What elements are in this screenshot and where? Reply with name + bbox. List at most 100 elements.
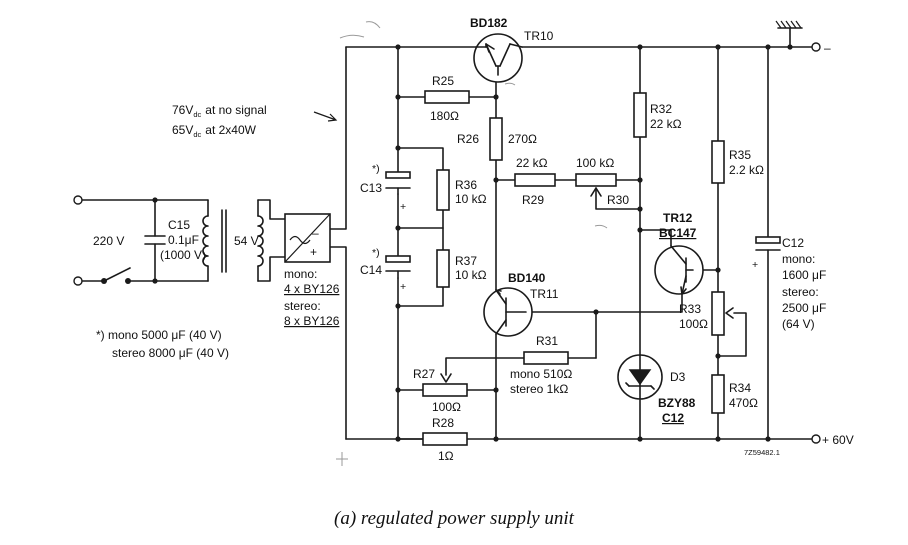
r36-value-label: 10 kΩ — [455, 192, 487, 206]
r31-ref-label: R31 — [536, 334, 558, 348]
d3-ref-label: D3 — [670, 370, 686, 384]
c12-mono-label: mono: — [782, 252, 815, 266]
drawing-number: 7Z59482.1 — [744, 448, 780, 457]
rectifier-minus-label: – — [312, 226, 319, 240]
r31-stereo-value: stereo 1kΩ — [510, 382, 568, 396]
r36-ref-label: R36 — [455, 178, 477, 192]
mains-terminal-bottom — [73, 276, 83, 286]
r37-ref-label: R37 — [455, 254, 477, 268]
resistor-r35 — [711, 140, 725, 184]
r26-ref-label: R26 — [457, 132, 479, 146]
r27-value-label: 100Ω — [432, 400, 461, 414]
rectifier-mono-label: mono: — [284, 267, 317, 281]
zener-diode-d3 — [617, 354, 663, 400]
output-negative-label: – — [824, 41, 831, 55]
tr12-ref-label: TR12 — [663, 211, 693, 225]
tr12-type-label: BC147 — [659, 226, 697, 240]
r35-value-label: 2.2 kΩ — [729, 163, 764, 177]
output-terminal-positive — [811, 434, 821, 444]
footnote-mono: *) mono 5000 μF (40 V) — [96, 328, 222, 342]
resistor-r27 — [422, 373, 468, 397]
output-terminal-negative — [811, 42, 821, 52]
pencil-marks — [336, 21, 608, 466]
resistor-r31 — [523, 351, 569, 365]
r32-value-label: 22 kΩ — [650, 117, 682, 131]
c12-ref-label: C12 — [782, 236, 804, 250]
r30-value-label: 100 kΩ — [576, 156, 614, 170]
c15-value-label: 0.1μF — [168, 233, 199, 247]
rectifier-stereo-parts: 8 x BY126 — [284, 314, 340, 328]
c13-mark: *) — [372, 163, 380, 175]
rectifier-stereo-label: stereo: — [284, 299, 321, 313]
r28-ref-label: R28 — [432, 416, 454, 430]
resistor-r34 — [711, 374, 725, 414]
c12-rating-label: (64 V) — [782, 317, 815, 331]
r32-ref-label: R32 — [650, 102, 672, 116]
tr10-type-label: BD182 — [470, 16, 508, 30]
tr10-ref-label: TR10 — [524, 29, 554, 43]
c13-ref-label: C13 — [360, 181, 382, 195]
r35-ref-label: R35 — [729, 148, 751, 162]
c15-ref-label: C15 — [168, 218, 190, 232]
resistor-r28 — [422, 432, 468, 446]
terminals — [73, 42, 821, 444]
output-positive-label: + 60V — [822, 433, 854, 447]
transformer-voltage-label: 54 V — [234, 234, 259, 248]
mains-terminal-top — [73, 195, 83, 205]
r34-value-label: 470Ω — [729, 396, 758, 410]
transistor-tr11 — [483, 287, 533, 337]
r26-value-label: 270Ω — [508, 132, 537, 146]
resistor-r29 — [514, 173, 556, 187]
supply-note-arrow — [313, 111, 338, 122]
r25-ref-label: R25 — [432, 74, 454, 88]
resistor-r25 — [424, 90, 470, 104]
rectifier-mono-parts: 4 x BY126 — [284, 282, 340, 296]
capacitor-c14 — [385, 255, 411, 279]
c15-rating-label: (1000 V) — [160, 248, 206, 262]
rectifier-plus-label: + — [310, 245, 317, 259]
r29-value-label: 22 kΩ — [516, 156, 548, 170]
r30-ref-label: R30 — [607, 193, 629, 207]
c14-ref-label: C14 — [360, 263, 382, 277]
resistor-r33 — [711, 291, 734, 336]
r27-ref-label: R27 — [413, 367, 435, 381]
capacitor-c15 — [144, 235, 166, 245]
mains-voltage-label: 220 V — [93, 234, 124, 248]
resistor-r36 — [436, 169, 450, 211]
figure-caption: (a) regulated power supply unit — [334, 508, 575, 529]
r29-ref-label: R29 — [522, 193, 544, 207]
capacitor-c13 — [385, 171, 411, 195]
c12-mono-value: 1600 μF — [782, 268, 826, 282]
r28-value-label: 1Ω — [438, 449, 454, 463]
d3-variant-label: C12 — [662, 411, 684, 425]
resistor-r32 — [633, 92, 647, 138]
resistor-r37 — [436, 249, 450, 288]
transistor-tr12 — [654, 245, 704, 295]
c13-plus-label: + — [400, 201, 406, 213]
r33-ref-label: R33 — [679, 302, 701, 316]
d3-type-label: BZY88 — [658, 396, 696, 410]
junction-dots — [152, 44, 793, 442]
resistor-r26 — [489, 117, 503, 161]
transistor-tr10 — [473, 33, 523, 83]
ground-icon — [775, 20, 803, 29]
c12-plus-label: + — [752, 259, 758, 271]
tr11-ref-label: TR11 — [530, 287, 559, 301]
resistor-r30 — [575, 173, 617, 197]
mains-switch — [101, 267, 131, 284]
r33-value-label: 100Ω — [679, 317, 708, 331]
transformer — [202, 199, 264, 282]
footnote-stereo: stereo 8000 μF (40 V) — [112, 346, 229, 360]
r25-value-label: 180Ω — [430, 109, 459, 123]
bridge-rectifier — [284, 213, 331, 263]
c14-mark: *) — [372, 247, 380, 259]
r37-value-label: 10 kΩ — [455, 268, 487, 282]
c12-stereo-value: 2500 μF — [782, 301, 826, 315]
capacitor-c12 — [755, 236, 781, 251]
tr11-type-label: BD140 — [508, 271, 546, 285]
c12-stereo-label: stereo: — [782, 285, 819, 299]
r34-ref-label: R34 — [729, 381, 751, 395]
